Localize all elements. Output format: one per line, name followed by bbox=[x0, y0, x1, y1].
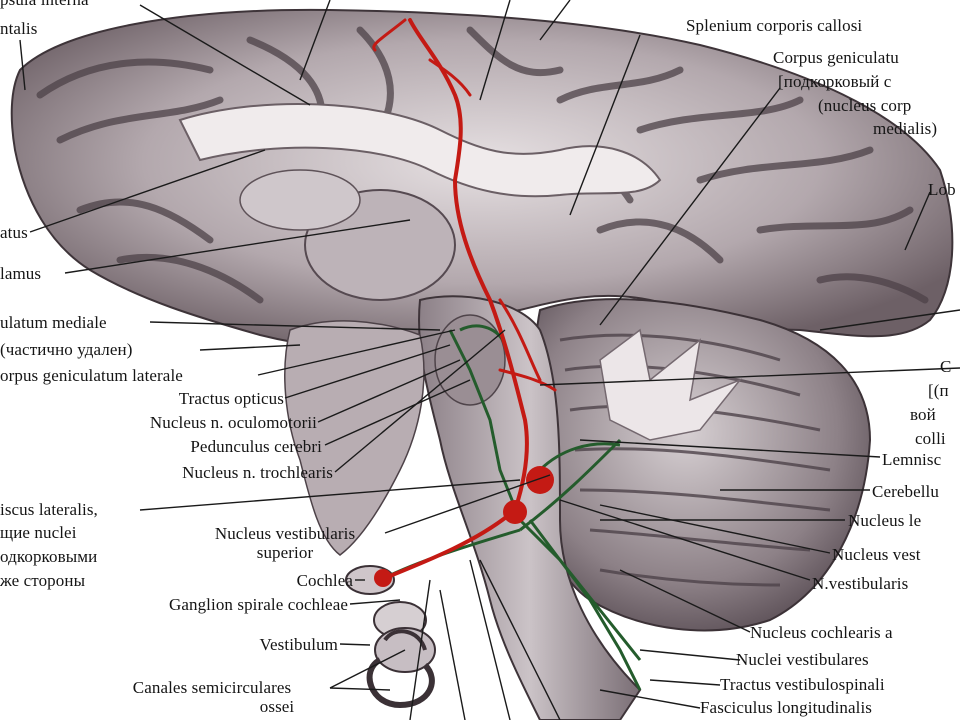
label-nucleus-oculomotorii: Nucleus n. oculomotorii bbox=[149, 413, 317, 432]
label-nuclei-vestibulares: Nuclei vestibulares bbox=[736, 650, 869, 669]
label-nucleus-vestibularis-superior-line2: superior bbox=[256, 543, 314, 562]
label-nucleus-vestibularis: Nucleus vest bbox=[832, 545, 921, 564]
label-corpus-geniculatum-1: Corpus geniculatu bbox=[773, 48, 899, 67]
label-nucleus-cochlearis: Nucleus cochlearis a bbox=[750, 623, 893, 642]
leader-lines bbox=[19, 0, 960, 720]
label-partially-removed: (частично удален) bbox=[0, 340, 133, 359]
label-ganglion-spirale: Ganglion spirale cochleae bbox=[168, 595, 348, 614]
label-n-vestibularis: N.vestibularis bbox=[812, 574, 909, 593]
label-nucleus-vestibularis-superior: Nucleus vestibularis superior bbox=[180, 524, 390, 562]
label-colliculi-2: [(п bbox=[928, 381, 949, 400]
label-corpus-geniculatum-3: (nucleus corp bbox=[818, 96, 912, 115]
red-nucleus-marker-2 bbox=[503, 500, 527, 524]
cerebral-hemisphere bbox=[10, 8, 954, 349]
label-corpus-geniculatum-2: [подкорковый с bbox=[778, 72, 892, 91]
label-corpus-geniculatum-mediale: ulatum mediale bbox=[0, 313, 107, 332]
label-lemniscus: Lemnisc bbox=[882, 450, 942, 469]
label-nucleus-vestibularis-superior-line1: Nucleus vestibularis bbox=[214, 524, 356, 543]
label-subcortical-line2: одкорковыми bbox=[0, 547, 98, 566]
label-colliculi-4: colli bbox=[915, 429, 946, 448]
label-thalamus: lamus bbox=[0, 264, 42, 283]
label-lobus: Lob bbox=[928, 180, 956, 199]
label-colliculi-1: C bbox=[940, 357, 952, 376]
label-corpus-geniculatum-laterale: orpus geniculatum laterale bbox=[0, 366, 183, 385]
label-nucleus-trochlearis: Nucleus n. trochlearis bbox=[182, 463, 333, 482]
label-vestibulum: Vestibulum bbox=[259, 635, 338, 654]
label-pedunculus-cerebri: Pedunculus cerebri bbox=[190, 437, 322, 456]
label-subcortical-line1: щие nuclei bbox=[0, 523, 77, 542]
label-corpus-geniculatum-4: medialis) bbox=[873, 119, 938, 138]
label-canales-line1: Canales semicirculares bbox=[132, 678, 292, 697]
cochlea-marker bbox=[374, 569, 392, 587]
label-lemniscus-lateralis: iscus lateralis, bbox=[0, 500, 98, 519]
label-colliculi-3: вой bbox=[910, 405, 936, 424]
label-nucleus-caudatus: atus bbox=[0, 223, 28, 242]
label-capsula-interna: psula interna bbox=[0, 0, 89, 9]
label-canales-line2: ossei bbox=[259, 697, 295, 716]
label-canales-semicirculares: Canales semicirculares ossei bbox=[92, 678, 332, 716]
label-frontalis: ntalis bbox=[0, 19, 38, 38]
label-cerebellum: Cerebellu bbox=[872, 482, 939, 501]
label-tractus-opticus: Tractus opticus bbox=[178, 389, 284, 408]
label-cochlea: Cochlea bbox=[296, 571, 353, 590]
label-splenium: Splenium corporis callosi bbox=[686, 16, 863, 35]
red-nucleus-marker bbox=[526, 466, 554, 494]
label-subcortical-line3: же стороны bbox=[0, 571, 86, 590]
label-nucleus-lemnisci: Nucleus le bbox=[848, 511, 922, 530]
label-fasciculus-longitudinalis: Fasciculus longitudinalis bbox=[700, 698, 873, 717]
label-tractus-vestibulospinalis: Tractus vestibulospinali bbox=[720, 675, 885, 694]
